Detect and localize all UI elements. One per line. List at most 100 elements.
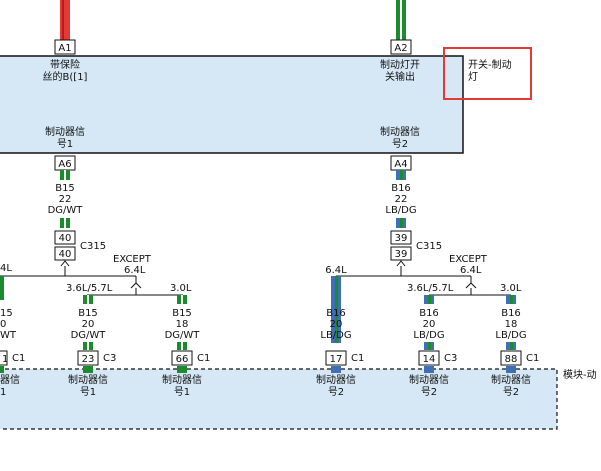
right-variant2-label: 3.0L — [500, 283, 522, 294]
wire-right-mid — [424, 295, 434, 304]
wire-left-cut — [0, 276, 4, 300]
wire-right-first — [331, 276, 341, 343]
module-cut-label-line2: 1 — [0, 387, 6, 398]
splice-right-arrow — [396, 260, 406, 267]
component-label-line2: 灯 — [468, 71, 478, 83]
left-variant2-label: 3.0L — [170, 283, 192, 294]
right-end-conn: C1 — [526, 353, 539, 364]
right-end-pin: 88 — [505, 354, 518, 365]
left-end-conn: C1 — [197, 353, 210, 364]
wire-right-seg2 — [396, 218, 406, 228]
module-body — [0, 368, 558, 430]
left-except: EXCEPT — [113, 254, 152, 265]
left-cut-gauge: 0 — [0, 319, 6, 330]
right-first-pin-box — [325, 350, 347, 366]
wire-left-end-lower — [177, 342, 187, 350]
wire-left-end — [177, 295, 187, 304]
right-mid-circuit: B16 — [419, 308, 439, 319]
pin-a2-box — [390, 39, 412, 55]
right-end-pin-box — [500, 350, 522, 366]
right-end-color: LB/DG — [495, 330, 526, 341]
pin-a1-box — [54, 39, 76, 55]
right-mid-pin-box — [418, 350, 440, 366]
right-end-gauge: 18 — [505, 319, 518, 330]
right-variant-label: 3.6L/5.7L — [407, 283, 454, 294]
left-end-pin-box — [171, 350, 193, 366]
left-end-pin: 66 — [176, 354, 189, 365]
left-mid-pin-box — [77, 350, 99, 366]
module-label-c-line2: 号2 — [328, 386, 344, 398]
wire-left-mid-lower — [83, 342, 93, 350]
left-end-color: DG/WT — [165, 330, 201, 341]
splice-right-name: C315 — [416, 241, 442, 252]
right-first-pin: 17 — [330, 354, 343, 365]
wire-a1-red — [60, 0, 70, 40]
right-first-size: 6.4L — [325, 265, 347, 276]
module-label-a-line1: 制动器信 — [68, 373, 108, 386]
left-mid-circuit: B15 — [78, 308, 98, 319]
wire-right-end — [506, 295, 516, 304]
wire-left-seg2 — [60, 218, 70, 228]
left-variant-label: 3.6L/5.7L — [66, 283, 113, 294]
wire-right-circuit: B16 — [391, 183, 411, 194]
left-cut-pin-box — [0, 350, 8, 366]
pin-a2: A2 — [394, 43, 407, 54]
module-side-label: 模块-动 — [563, 369, 597, 381]
splice-right-pin-bottom: 39 — [395, 249, 408, 260]
left-cut-conn: C1 — [12, 353, 25, 364]
right-mid-gauge: 20 — [423, 319, 436, 330]
splice-right-pin-top: 39 — [395, 233, 408, 244]
right-first-conn: C1 — [351, 353, 364, 364]
wire-left-seg1 — [60, 170, 70, 180]
wire-left-mid — [83, 295, 93, 304]
wire-right-color: LB/DG — [385, 205, 416, 216]
module-label-c-line1: 制动器信 — [316, 373, 356, 386]
wire-right-gauge: 22 — [395, 194, 408, 205]
module-label-e-line2: 号2 — [503, 386, 519, 398]
right-mid-conn: C3 — [444, 353, 457, 364]
splice-left-name: C315 — [80, 241, 106, 252]
pin-a6: A6 — [58, 159, 71, 170]
splice-left-pin-top: 40 — [59, 233, 72, 244]
splice-right-bottom-box — [390, 246, 412, 261]
component-label-line1: 开关-制动 — [468, 58, 512, 71]
splice-left-bottom-box — [54, 246, 76, 261]
splice-left-arrow — [60, 260, 70, 267]
pin-a4: A4 — [394, 159, 407, 170]
right-mid-color: LB/DG — [413, 330, 444, 341]
right-except-arrow — [465, 282, 477, 289]
label-sig1-line1: 制动器信 — [45, 125, 85, 138]
module-pin-stubs — [0, 366, 516, 373]
wire-a2-green — [396, 0, 406, 40]
brake-switch-body — [0, 55, 464, 154]
left-end-gauge: 18 — [176, 319, 189, 330]
left-mid-conn: C3 — [103, 353, 116, 364]
right-end-circuit: B16 — [501, 308, 521, 319]
left-cut-circuit: 15 — [0, 308, 13, 319]
wire-left-circuit: B15 — [55, 183, 75, 194]
label-sig1-line2: 号1 — [57, 138, 73, 150]
label-sig2-line2: 号2 — [392, 138, 408, 150]
right-except: EXCEPT — [449, 254, 488, 265]
label-a1-line2: 丝的B([1] — [43, 70, 88, 83]
module-label-b-line2: 号1 — [174, 386, 190, 398]
wire-right-mid-lower — [424, 342, 434, 350]
label-sig2-line1: 制动器信 — [380, 125, 420, 138]
left-cut-size: 4L — [0, 263, 12, 274]
left-mid-gauge: 20 — [82, 319, 95, 330]
right-first-color: LB/DG — [320, 330, 351, 341]
right-mid-pin: 14 — [423, 354, 436, 365]
component-highlight — [443, 47, 532, 100]
pin-a1: A1 — [58, 43, 71, 54]
right-first-circuit: B16 — [326, 308, 346, 319]
label-a2-line2: 关输出 — [385, 70, 415, 83]
left-cut-pin: 1 — [2, 354, 8, 365]
left-mid-color: DG/WT — [71, 330, 107, 341]
left-except-arrow — [130, 282, 142, 289]
left-cut-color: WT — [0, 330, 17, 341]
wire-left-color: DG/WT — [48, 205, 84, 216]
label-a1-line1: 带保险 — [50, 58, 80, 71]
wire-right-seg1 — [396, 170, 406, 180]
left-end-circuit: B15 — [172, 308, 192, 319]
module-label-d-line1: 制动器信 — [409, 373, 449, 386]
